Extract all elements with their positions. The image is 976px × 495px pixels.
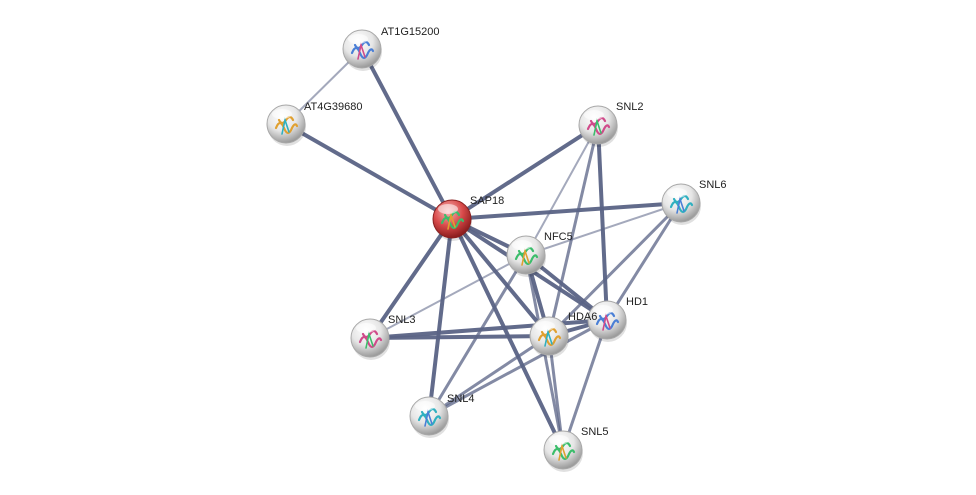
node-snl6[interactable]: SNL6 bbox=[661, 179, 727, 225]
edge-at4g39680-sap18[interactable] bbox=[284, 122, 454, 221]
protein-structure-icon bbox=[417, 407, 442, 427]
node-at1g15200[interactable]: AT1G15200 bbox=[342, 26, 440, 71]
node-label-snl6: SNL6 bbox=[699, 179, 727, 191]
node-label-at4g39680: AT4G39680 bbox=[304, 101, 363, 113]
protein-structure-icon bbox=[537, 327, 562, 347]
protein-structure-icon bbox=[586, 116, 611, 136]
protein-structure-icon bbox=[365, 330, 374, 349]
node-hda6[interactable]: HDA6 bbox=[529, 311, 597, 358]
protein-structure-icon bbox=[595, 311, 620, 331]
protein-structure-icon bbox=[514, 246, 539, 266]
edge-hd1-snl5[interactable] bbox=[561, 318, 609, 452]
edge-snl6-hd1[interactable] bbox=[605, 201, 683, 322]
edge-snl2-hda6[interactable] bbox=[547, 123, 600, 338]
edge-snl2-nfc5[interactable] bbox=[525, 124, 599, 256]
node-sap18[interactable]: SAP18 bbox=[432, 195, 504, 241]
node-snl4[interactable]: SNL4 bbox=[409, 393, 475, 438]
node-gloss bbox=[348, 34, 368, 44]
edge-snl6-hda6[interactable] bbox=[547, 201, 683, 338]
node-snl3[interactable]: SNL3 bbox=[350, 314, 416, 360]
node-gloss bbox=[438, 204, 458, 214]
protein-structure-icon bbox=[447, 211, 456, 230]
protein-structure-icon bbox=[551, 441, 576, 461]
node-label-hda6: HDA6 bbox=[568, 311, 597, 323]
node-label-snl3: SNL3 bbox=[388, 314, 416, 326]
protein-structure-icon bbox=[350, 40, 375, 60]
protein-structure-icon bbox=[593, 117, 602, 136]
edge-snl6-nfc5[interactable] bbox=[525, 202, 682, 256]
protein-structure-icon bbox=[558, 442, 567, 461]
protein-structure-icon bbox=[424, 408, 433, 427]
node-at4g39680[interactable]: AT4G39680 bbox=[266, 101, 363, 146]
node-gloss bbox=[535, 321, 555, 331]
protein-structure-icon bbox=[602, 312, 611, 331]
edge-at1g15200-sap18[interactable] bbox=[360, 47, 454, 221]
edge-hd1-snl3[interactable] bbox=[368, 318, 609, 340]
node-nfc5[interactable]: NFC5 bbox=[506, 231, 573, 277]
edge-sap18-snl4[interactable] bbox=[427, 217, 454, 418]
node-gloss bbox=[549, 435, 569, 445]
edge-sap18-snl3[interactable] bbox=[368, 217, 454, 340]
node-label-sap18: SAP18 bbox=[470, 195, 504, 207]
node-snl5[interactable]: SNL5 bbox=[543, 426, 609, 472]
edge-hd1-snl4[interactable] bbox=[427, 318, 609, 418]
node-gloss bbox=[584, 110, 604, 120]
node-label-nfc5: NFC5 bbox=[544, 231, 573, 243]
edge-sap18-snl2[interactable] bbox=[450, 123, 600, 221]
edge-sap18-snl6[interactable] bbox=[450, 201, 683, 221]
node-label-snl5: SNL5 bbox=[581, 426, 609, 438]
node-hd1[interactable]: HD1 bbox=[587, 296, 648, 342]
protein-structure-icon bbox=[440, 210, 465, 230]
protein-structure-icon bbox=[358, 329, 383, 349]
node-gloss bbox=[415, 401, 435, 411]
node-gloss bbox=[272, 109, 292, 119]
protein-structure-icon bbox=[676, 195, 685, 214]
edge-sap18-hda6[interactable] bbox=[450, 217, 551, 338]
protein-structure-icon bbox=[357, 41, 366, 60]
protein-structure-icon bbox=[521, 247, 530, 266]
protein-structure-icon bbox=[669, 194, 694, 214]
protein-structure-icon bbox=[274, 115, 299, 135]
node-label-snl4: SNL4 bbox=[447, 393, 475, 405]
node-label-at1g15200: AT1G15200 bbox=[381, 26, 440, 38]
node-label-snl2: SNL2 bbox=[616, 101, 644, 113]
node-gloss bbox=[356, 323, 376, 333]
edge-nfc5-snl3[interactable] bbox=[369, 254, 527, 339]
node-gloss bbox=[593, 305, 613, 315]
edge-snl2-hd1[interactable] bbox=[596, 123, 609, 322]
node-snl2[interactable]: SNL2 bbox=[578, 101, 644, 147]
node-label-hd1: HD1 bbox=[626, 296, 648, 308]
edge-hda6-snl4[interactable] bbox=[427, 334, 551, 418]
protein-structure-icon bbox=[544, 328, 553, 347]
node-gloss bbox=[667, 188, 687, 198]
node-gloss bbox=[512, 240, 532, 250]
protein-structure-icon bbox=[281, 116, 290, 135]
